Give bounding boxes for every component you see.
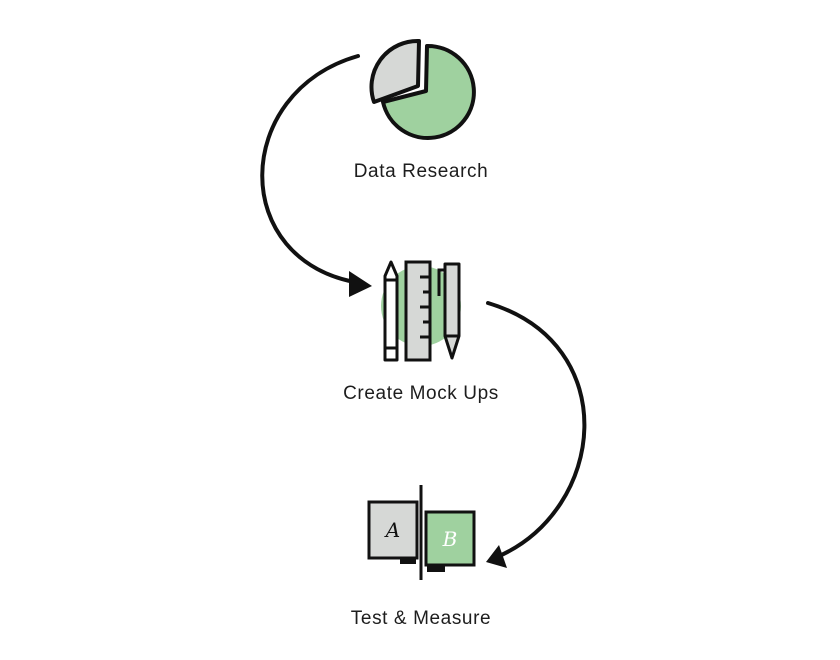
variant-a-letter: A (384, 518, 400, 542)
monitor-b-icon: B (424, 510, 476, 572)
ab-test-monitors-icon: A B (367, 485, 476, 580)
monitor-a-icon: A (367, 500, 419, 564)
pencil-icon (383, 260, 399, 362)
variant-b-letter: B (442, 527, 458, 551)
step-label-create-mock-ups: Create Mock Ups (343, 383, 499, 404)
design-tools-icon (381, 260, 461, 362)
ruler-icon (404, 260, 432, 362)
flow-arrow-research-to-mockups (260, 54, 372, 297)
pie-chart-icon (369, 38, 476, 140)
pen-icon (437, 262, 461, 360)
step-label-test-measure: Test & Measure (350, 608, 492, 629)
step-label-data-research: Data Research (353, 161, 489, 182)
flow-arrow-mockups-to-test (486, 301, 587, 568)
